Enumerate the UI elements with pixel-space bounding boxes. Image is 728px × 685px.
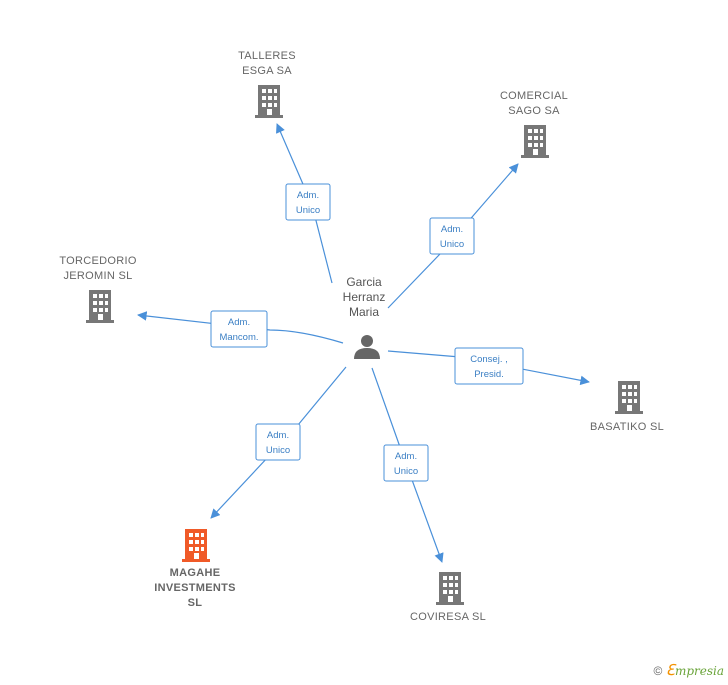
- role-badge-box: [210, 310, 268, 348]
- company-node-coviresa[interactable]: COVIRESA SL: [410, 572, 486, 623]
- role-badge-talleres[interactable]: Adm. Unico: [285, 183, 331, 221]
- company-node-magahe[interactable]: MAGAHE INVESTMENTS SL: [154, 529, 236, 609]
- role-badge-text: Adm.: [267, 430, 289, 441]
- role-badge-text: Adm.: [228, 317, 250, 328]
- company-node-basatiko[interactable]: BASATIKO SL: [590, 381, 664, 433]
- brand-logo-initial: ℇ: [665, 661, 675, 679]
- role-badge-text: Adm.: [297, 190, 319, 201]
- role-badge-text: Consej. ,: [470, 354, 508, 365]
- building-icon: [521, 125, 549, 158]
- company-name-line: MAGAHE: [170, 567, 221, 579]
- company-node-torcedorio[interactable]: TORCEDORIO JEROMIN SL: [59, 255, 137, 323]
- company-name-line: TORCEDORIO: [59, 255, 137, 267]
- role-badge-text: Unico: [440, 239, 464, 250]
- role-badge-magahe[interactable]: Adm. Unico: [255, 423, 301, 461]
- company-name-line: SAGO SA: [508, 105, 560, 117]
- company-node-talleres[interactable]: TALLERES ESGA SA: [238, 50, 296, 118]
- role-badge-coviresa[interactable]: Adm. Unico: [383, 444, 429, 482]
- person-name-line: Garcia: [346, 275, 382, 289]
- brand-logo-text: mpresia: [674, 664, 724, 678]
- role-badge-box: [255, 423, 301, 461]
- person-icon: [354, 335, 380, 359]
- person-name-line: Maria: [349, 305, 379, 319]
- role-badge-text: Unico: [266, 445, 290, 456]
- company-name-line: COMERCIAL: [500, 90, 568, 102]
- footer-brand: © ℇmpresia: [654, 661, 724, 679]
- person-name-line: Herranz: [343, 290, 386, 304]
- company-name-line: JEROMIN SL: [63, 270, 132, 282]
- role-badge-text: Unico: [394, 466, 418, 477]
- role-badge-box: [383, 444, 429, 482]
- nodes-layer: TALLERES ESGA SA COMERCIAL SAGO SA TORCEDORI…: [59, 50, 664, 623]
- building-icon: [615, 381, 643, 414]
- company-name-line: ESGA SA: [242, 65, 292, 77]
- role-badge-box: [285, 183, 331, 221]
- role-badge-basatiko[interactable]: Consej. , Presid.: [454, 347, 524, 385]
- role-badge-text: Adm.: [441, 224, 463, 235]
- role-badge-text: Adm.: [395, 451, 417, 462]
- edge-torcedorio: [137, 311, 344, 344]
- company-name-line: BASATIKO SL: [590, 421, 664, 433]
- role-badge-comercial[interactable]: Adm. Unico: [429, 217, 475, 255]
- building-icon: [436, 572, 464, 605]
- role-badge-torcedorio[interactable]: Adm. Mancom.: [210, 310, 268, 348]
- company-name-line: TALLERES: [238, 50, 296, 62]
- building-icon: [182, 529, 210, 562]
- role-badge-box: [429, 217, 475, 255]
- copyright-icon: ©: [653, 664, 663, 678]
- role-badge-box: [454, 347, 524, 385]
- company-name-line: INVESTMENTS: [154, 582, 236, 594]
- building-icon: [255, 85, 283, 118]
- role-badge-text: Unico: [296, 205, 320, 216]
- role-badge-text: Mancom.: [219, 332, 258, 343]
- role-badge-text: Presid.: [474, 369, 504, 380]
- company-name-line: COVIRESA SL: [410, 611, 486, 623]
- company-name-line: SL: [188, 597, 203, 609]
- building-icon: [86, 290, 114, 323]
- company-node-comercial[interactable]: COMERCIAL SAGO SA: [500, 90, 568, 158]
